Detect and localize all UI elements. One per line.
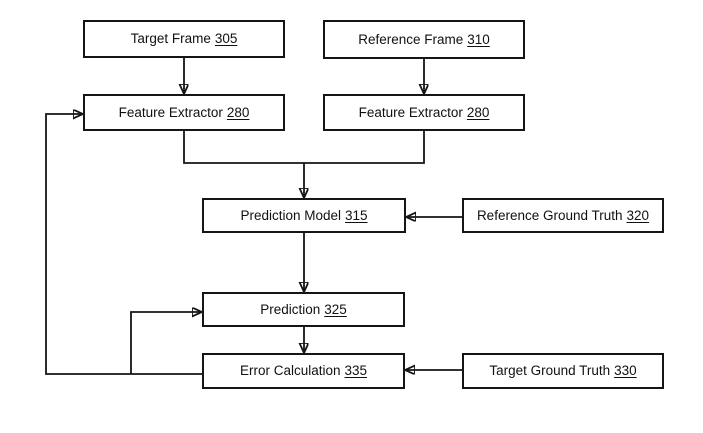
box-ref-number: 305 — [214, 31, 238, 47]
box-reference-ground-truth: Reference Ground Truth 320 — [462, 198, 664, 233]
box-label: Reference Frame — [358, 31, 464, 47]
feedback-line-error-calculation-to-feature-extractor — [45, 114, 202, 375]
box-reference-frame: Reference Frame 310 — [323, 20, 525, 59]
box-ref-number: 280 — [226, 104, 250, 120]
merge-line-feature-extractors — [183, 131, 425, 164]
box-label: Target Ground Truth — [489, 363, 611, 379]
box-label: Prediction Model — [240, 207, 342, 223]
box-label: Error Calculation — [239, 363, 341, 379]
feedback-line-error-calculation-to-prediction — [130, 312, 202, 374]
box-label: Feature Extractor — [358, 104, 463, 120]
box-label: Prediction — [260, 301, 321, 317]
box-prediction-model: Prediction Model 315 — [202, 198, 406, 233]
box-error-calculation: Error Calculation 335 — [202, 353, 405, 389]
box-ref-number: 325 — [324, 301, 347, 317]
box-label: Reference Ground Truth — [476, 207, 623, 223]
box-ref-number: 320 — [626, 207, 650, 223]
box-ref-number: 315 — [345, 207, 368, 223]
box-ref-number: 330 — [614, 363, 637, 379]
box-prediction: Prediction 325 — [202, 292, 405, 327]
box-target-frame: Target Frame 305 — [83, 20, 285, 58]
box-label: Feature Extractor — [118, 104, 223, 120]
box-feature-extractor-left: Feature Extractor 280 — [83, 94, 285, 131]
box-label: Target Frame — [130, 31, 211, 47]
box-feature-extractor-right: Feature Extractor 280 — [323, 94, 525, 131]
box-ref-number: 280 — [466, 104, 490, 120]
box-target-ground-truth: Target Ground Truth 330 — [462, 353, 664, 389]
box-ref-number: 310 — [467, 31, 490, 47]
box-ref-number: 335 — [344, 363, 368, 379]
